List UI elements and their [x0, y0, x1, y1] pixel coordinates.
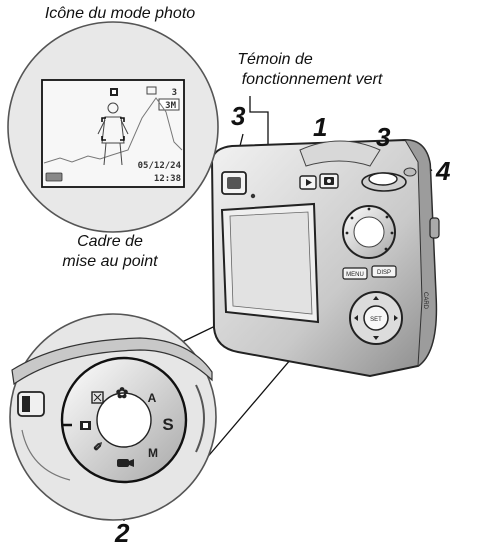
- lcd-time: 12:38: [154, 174, 181, 184]
- menu-button: [342, 267, 368, 280]
- photo-mode-icon-label: Icône du mode photo: [44, 5, 196, 22]
- menu-label: MENU: [346, 272, 364, 278]
- disp-label: DISP: [377, 270, 391, 276]
- callout-number-4: 4: [436, 156, 451, 186]
- dial-pen-icon: ✐: [93, 440, 103, 454]
- green-lamp-leader: [249, 96, 269, 166]
- image-size: 3M: [165, 101, 176, 111]
- set-button: [363, 305, 389, 331]
- disp-button: [371, 265, 397, 278]
- callout-number-3-right: 3: [376, 122, 391, 152]
- scene-person: [97, 102, 129, 166]
- best-shot-icon: [91, 391, 104, 404]
- movie-icon: [117, 459, 129, 467]
- shots-remaining: 3: [172, 88, 177, 98]
- macro-icon: ✿: [116, 385, 129, 402]
- green-lamp-label-line1: Témoin de: [237, 51, 313, 68]
- focus-frame-label-line1: Cadre de: [77, 233, 143, 250]
- green-lamp: [250, 193, 256, 199]
- play-icon: [306, 179, 312, 186]
- flash-icon: [146, 86, 157, 95]
- card-label: CARD: [422, 292, 428, 310]
- lcd-screen: [41, 79, 185, 188]
- a-mode-label: A: [148, 391, 157, 405]
- s-mode-label: S: [162, 415, 173, 434]
- set-label: SET: [370, 317, 382, 323]
- battery-icon: [45, 172, 63, 182]
- lcd-date: 05/12/24: [138, 161, 182, 171]
- scene-hills: [43, 97, 183, 164]
- rec-button-detail: [17, 391, 45, 417]
- green-lamp-label-line2: fonctionnement vert: [241, 71, 383, 88]
- focus-frame-label-line2: mise au point: [62, 253, 158, 270]
- shutter-button: [368, 172, 398, 186]
- m-mode-label: M: [148, 446, 158, 460]
- callout-number-2: 2: [115, 518, 130, 548]
- focus-frame: [101, 117, 125, 141]
- lcd-zoom-view: 3 3M 05/12/24 12:38: [7, 21, 219, 233]
- callout-number-1: 1: [313, 112, 328, 142]
- strap-lug: [429, 217, 440, 239]
- camera-body: MENU DISP SET CARD: [210, 138, 440, 378]
- callout-number-3-left: 3: [231, 101, 246, 131]
- dial-zoom-view: ✿ A S M ✐: [9, 313, 217, 521]
